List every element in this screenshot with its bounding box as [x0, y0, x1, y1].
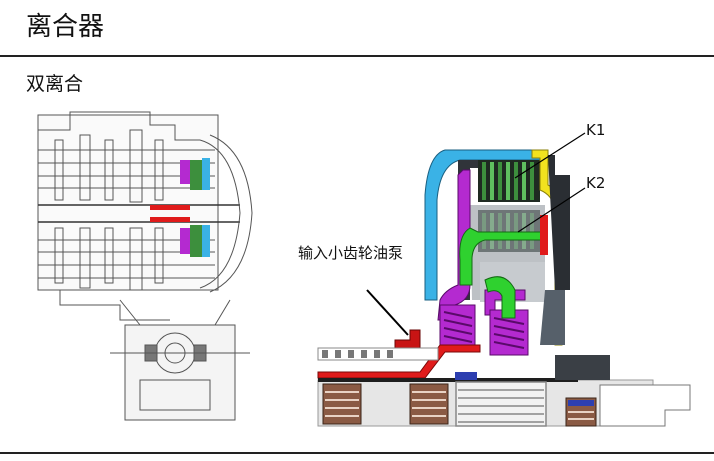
- needle-bearing-left: [322, 383, 362, 425]
- needle-bearing-middle: [409, 383, 449, 425]
- gearbox-section-drawing: [37, 111, 253, 421]
- k2-label: K2: [586, 174, 606, 192]
- bottom-divider: [0, 452, 714, 454]
- k2-piston-green: [459, 227, 546, 286]
- k2-callout-line: [517, 187, 586, 233]
- top-divider: [0, 55, 714, 57]
- section-subtitle: 双离合: [26, 73, 84, 95]
- pump-label: 输入小齿轮油泵: [298, 244, 404, 262]
- page-title: 离合器: [26, 12, 105, 42]
- k1-callout-line: [514, 132, 586, 179]
- k1-return-spring: [443, 311, 473, 343]
- clutch-enlarged-section: [317, 149, 691, 427]
- mini-clutch-highlight: [150, 158, 210, 257]
- pump-callout-line: [366, 289, 409, 336]
- k1-label: K1: [586, 121, 606, 139]
- spline-hub: [455, 381, 547, 427]
- k1-clutch-plates: [482, 162, 534, 200]
- k2-return-spring: [493, 317, 525, 349]
- pinion-gear-teeth: [322, 350, 393, 358]
- needle-bearing-right: [565, 397, 597, 427]
